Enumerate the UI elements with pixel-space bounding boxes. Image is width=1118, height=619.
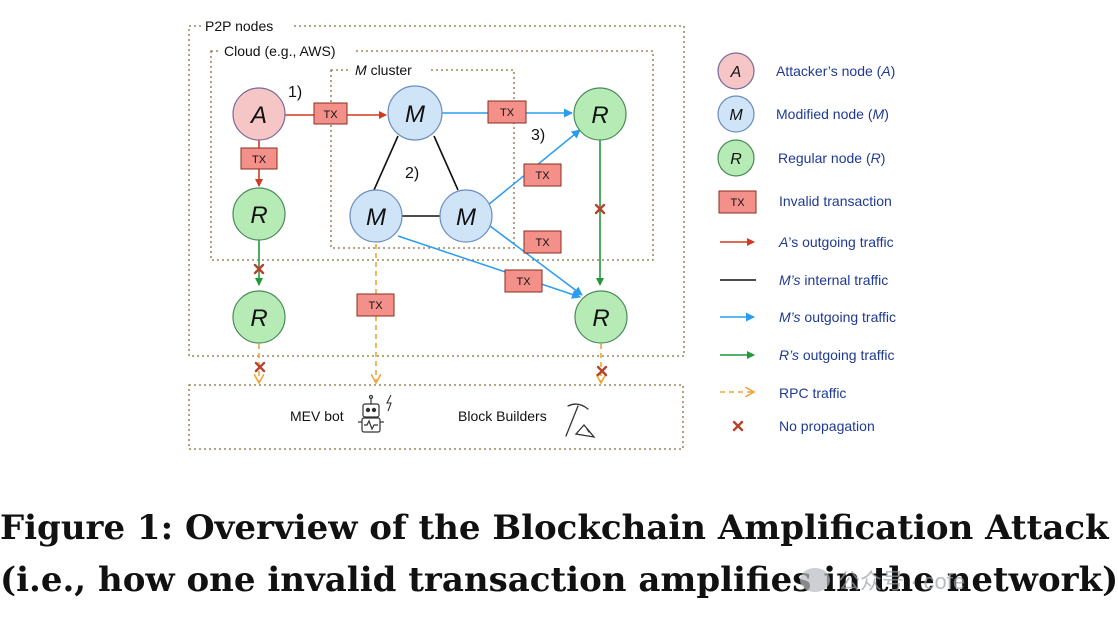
tx-box: TX — [313, 102, 348, 125]
legend-modified: M Modified node (M) — [717, 95, 889, 133]
block-builders-label: Block Builders — [458, 408, 547, 424]
tx-box: TX — [487, 100, 527, 124]
r-outgoing-links — [255, 140, 604, 286]
svg-text:M’s internal traffic: M’s internal traffic — [779, 272, 888, 288]
attacker-node: A — [232, 87, 286, 141]
svg-text:A: A — [249, 102, 267, 129]
svg-text:M: M — [405, 101, 425, 128]
svg-text:Attacker’s node (A): Attacker’s node (A) — [776, 63, 895, 79]
robot-icon — [358, 394, 392, 433]
svg-text:A: A — [730, 64, 742, 81]
svg-text:TX: TX — [368, 300, 383, 312]
tx-box: TX — [356, 293, 395, 317]
cloud-label: Cloud (e.g., AWS) — [224, 43, 336, 59]
legend-regular: R Regular node (R) — [717, 139, 885, 177]
svg-text:A’s outgoing traffic: A’s outgoing traffic — [778, 234, 894, 250]
no-propagation-cross — [594, 203, 606, 215]
p2p-nodes-label: P2P nodes — [205, 18, 273, 34]
legend-r-outgoing: R’s outgoing traffic — [720, 347, 894, 363]
p2p-nodes-region — [188, 25, 685, 357]
no-propagation-cross — [253, 263, 265, 275]
no-propagation-cross — [596, 365, 608, 377]
mev-bot-label: MEV bot — [290, 408, 344, 424]
legend-rpc: RPC traffic — [720, 385, 846, 401]
pickaxe-icon — [565, 403, 596, 438]
svg-text:R: R — [730, 151, 742, 168]
watermark: 公众号 · cofe — [800, 560, 1040, 600]
svg-text:Regular node (R): Regular node (R) — [778, 150, 885, 166]
svg-text:TX: TX — [323, 109, 338, 121]
regular-node: R — [574, 290, 628, 344]
modified-node: M — [439, 189, 493, 243]
chat-bubble-icon — [800, 568, 830, 592]
watermark-text: 公众号 · cofe — [838, 569, 966, 594]
svg-text:Modified node (M): Modified node (M) — [776, 106, 889, 122]
svg-text:R: R — [592, 305, 609, 332]
regular-node: R — [232, 187, 286, 241]
cloud-region — [210, 50, 654, 261]
svg-text:RPC traffic: RPC traffic — [779, 385, 846, 401]
svg-text:R’s outgoing traffic: R’s outgoing traffic — [779, 347, 894, 363]
svg-text:M’s outgoing traffic: M’s outgoing traffic — [779, 309, 896, 325]
rpc-links — [259, 244, 601, 383]
step-label: 1) — [288, 84, 302, 101]
svg-text:M: M — [366, 204, 386, 231]
regular-node: R — [232, 290, 286, 344]
figure-caption-line-2: (i.e., how one invalid transaction ampli… — [0, 560, 1118, 600]
step-label: 2) — [405, 165, 419, 182]
legend-attacker: A Attacker’s node (A) — [717, 52, 895, 90]
legend-no-propagation: No propagation — [732, 418, 875, 434]
modified-node: M — [387, 85, 443, 141]
figure-caption-line-1: Figure 1: Overview of the Blockchain Amp… — [0, 508, 1109, 548]
tx-box: TX — [523, 230, 562, 254]
no-propagation-cross — [254, 361, 266, 373]
svg-text:M: M — [729, 107, 743, 124]
legend-m-internal: M’s internal traffic — [720, 272, 888, 288]
svg-text:R: R — [250, 202, 267, 229]
tx-box: TX — [240, 147, 278, 170]
m-cluster-label: M cluster — [355, 62, 412, 78]
modified-node: M — [349, 189, 403, 243]
tx-box: TX — [523, 163, 562, 187]
svg-text:TX: TX — [535, 170, 550, 182]
legend-invalid-tx: TX Invalid transaction — [718, 190, 892, 214]
svg-text:TX: TX — [730, 197, 745, 209]
legend: A Attacker’s node (A) M Modified node (M… — [717, 52, 896, 434]
destination-region — [188, 384, 684, 450]
svg-text:R: R — [591, 102, 608, 129]
legend-a-traffic: A’s outgoing traffic — [720, 234, 894, 250]
m-internal-links — [373, 135, 459, 217]
svg-text:TX: TX — [535, 237, 550, 249]
attack-diagram: P2P nodes Cloud (e.g., AWS) M cluster TX — [188, 17, 896, 450]
svg-text:M: M — [456, 204, 476, 231]
svg-text:TX: TX — [500, 107, 515, 119]
legend-m-outgoing: M’s outgoing traffic — [720, 309, 896, 325]
regular-node: R — [573, 87, 627, 141]
svg-text:TX: TX — [516, 276, 531, 288]
svg-text:TX: TX — [252, 154, 267, 166]
svg-text:Invalid transaction: Invalid transaction — [779, 193, 892, 209]
svg-text:R: R — [250, 305, 267, 332]
tx-box: TX — [504, 269, 543, 293]
svg-text:No propagation: No propagation — [779, 418, 875, 434]
step-label: 3) — [531, 127, 545, 144]
